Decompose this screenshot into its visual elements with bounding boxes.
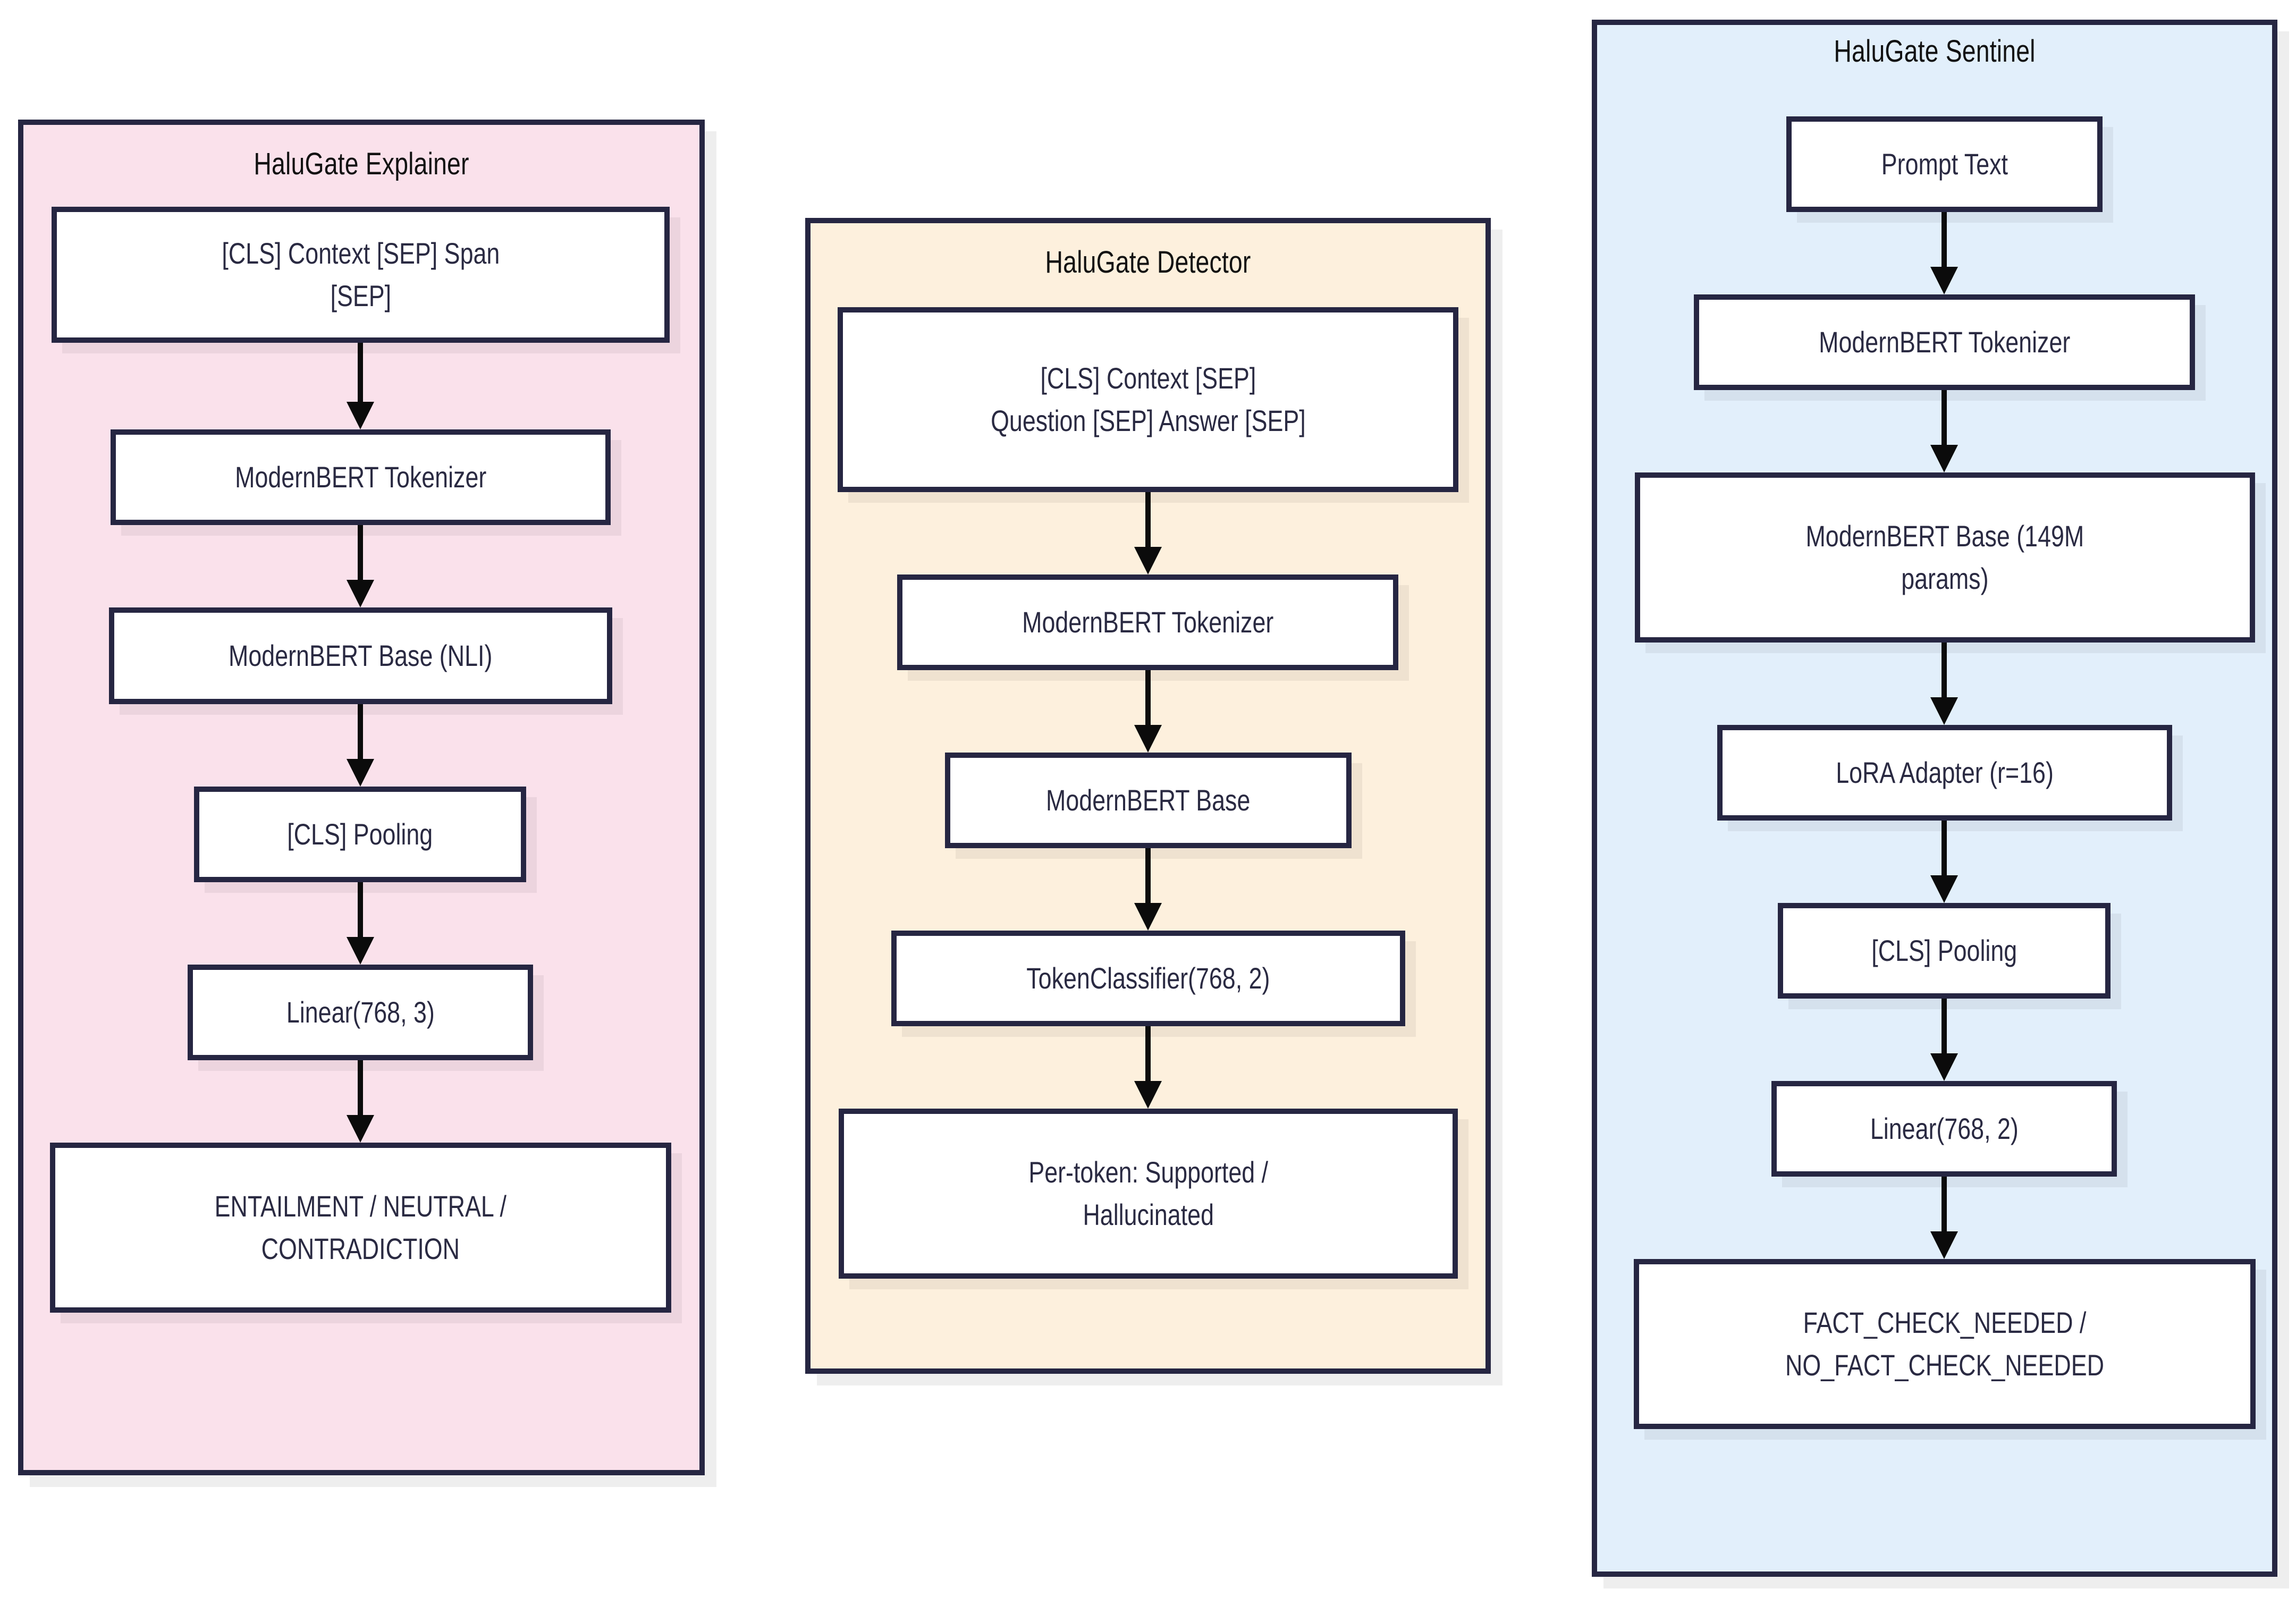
node-exp-base[interactable]: ModernBERT Base (NLI) [109, 607, 612, 704]
node-det-input-label: [CLS] Context [SEP] Question [SEP] Answe… [990, 361, 1306, 437]
node-det-base-label: ModernBERT Base [1046, 783, 1251, 817]
node-sen-linear-label: Linear(768, 2) [1870, 1112, 2019, 1146]
node-sen-lora-label: LoRA Adapter (r=16) [1836, 756, 2054, 790]
node-exp-input[interactable]: [CLS] Context [SEP] Span [SEP] [52, 207, 670, 343]
node-exp-base-label: ModernBERT Base (NLI) [229, 639, 493, 673]
node-exp-output[interactable]: ENTAILMENT / NEUTRAL / CONTRADICTION [50, 1143, 671, 1313]
node-exp-tokenizer-label: ModernBERT Tokenizer [234, 460, 487, 494]
node-exp-tokenizer[interactable]: ModernBERT Tokenizer [111, 429, 611, 525]
node-exp-output-label: ENTAILMENT / NEUTRAL / CONTRADICTION [214, 1189, 507, 1265]
panel-detector-title: HaluGate Detector [1045, 245, 1251, 280]
node-sen-base[interactable]: ModernBERT Base (149M params) [1635, 472, 2255, 643]
panel-explainer-title: HaluGate Explainer [254, 147, 469, 181]
node-sen-lora[interactable]: LoRA Adapter (r=16) [1717, 725, 2172, 821]
node-det-base[interactable]: ModernBERT Base [945, 753, 1352, 848]
node-det-tokenizer-label: ModernBERT Tokenizer [1022, 605, 1274, 639]
node-exp-pooling[interactable]: [CLS] Pooling [194, 787, 526, 882]
panel-sentinel-title: HaluGate Sentinel [1834, 34, 2036, 69]
node-det-tokenizer[interactable]: ModernBERT Tokenizer [897, 574, 1398, 670]
node-sen-output[interactable]: FACT_CHECK_NEEDED / NO_FACT_CHECK_NEEDED [1634, 1259, 2256, 1429]
node-sen-pooling-label: [CLS] Pooling [1871, 934, 2017, 968]
node-exp-linear[interactable]: Linear(768, 3) [188, 965, 533, 1060]
node-sen-linear[interactable]: Linear(768, 2) [1771, 1081, 2117, 1177]
node-sen-output-label: FACT_CHECK_NEEDED / NO_FACT_CHECK_NEEDED [1785, 1306, 2104, 1382]
node-sen-prompt-label: Prompt Text [1881, 147, 2008, 181]
node-det-classifier[interactable]: TokenClassifier(768, 2) [891, 931, 1405, 1026]
node-exp-pooling-label: [CLS] Pooling [287, 817, 433, 851]
node-det-output-label: Per-token: Supported / Hallucinated [1028, 1155, 1268, 1231]
node-sen-tokenizer-label: ModernBERT Tokenizer [1818, 325, 2071, 359]
node-sen-tokenizer[interactable]: ModernBERT Tokenizer [1694, 294, 2195, 390]
node-sen-pooling[interactable]: [CLS] Pooling [1778, 903, 2111, 999]
node-exp-linear-label: Linear(768, 3) [286, 995, 435, 1029]
node-det-classifier-label: TokenClassifier(768, 2) [1026, 961, 1270, 995]
node-det-input[interactable]: [CLS] Context [SEP] Question [SEP] Answe… [838, 307, 1458, 492]
node-exp-input-label: [CLS] Context [SEP] Span [SEP] [222, 236, 500, 312]
node-det-output[interactable]: Per-token: Supported / Hallucinated [839, 1109, 1458, 1279]
node-sen-base-label: ModernBERT Base (149M params) [1805, 519, 2084, 595]
node-sen-prompt[interactable]: Prompt Text [1786, 116, 2103, 212]
